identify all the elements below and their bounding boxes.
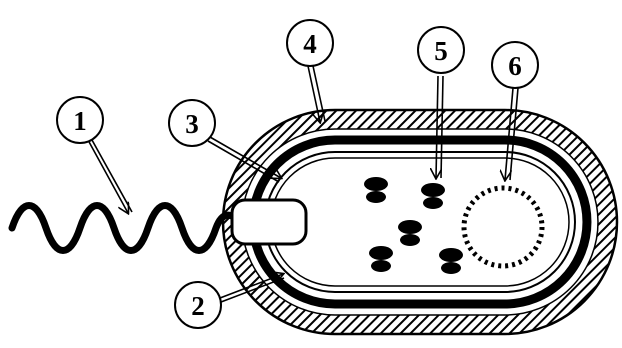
ribosome [364, 177, 388, 203]
svg-text:3: 3 [185, 109, 199, 139]
arrow-1 [87, 139, 128, 213]
cell-membrane-layer [264, 151, 576, 293]
svg-text:5: 5 [434, 36, 448, 66]
svg-text:2: 2 [191, 291, 205, 321]
ribosome [369, 246, 393, 272]
arrow-6 [505, 87, 514, 180]
svg-text:4: 4 [303, 29, 317, 59]
arrow-2 [219, 274, 283, 299]
label-4: 4 [286, 19, 334, 67]
pointer-arrows [87, 65, 519, 303]
label-2: 2 [174, 281, 222, 329]
arrow-3 [209, 136, 281, 178]
label-3: 3 [168, 99, 216, 147]
plasmid-ring [461, 185, 545, 269]
ribosomes [364, 177, 463, 274]
ribosome [398, 220, 422, 246]
ribosome [421, 183, 445, 209]
label-5: 5 [417, 26, 465, 74]
svg-text:1: 1 [73, 106, 87, 136]
ribosome [439, 248, 463, 274]
svg-text:6: 6 [508, 51, 522, 81]
flagellum [8, 202, 244, 254]
arrow-5 [436, 75, 438, 178]
flagellum-basal-body [230, 198, 308, 246]
label-6: 6 [491, 41, 539, 89]
label-1: 1 [56, 96, 104, 144]
arrow-4 [307, 65, 320, 122]
